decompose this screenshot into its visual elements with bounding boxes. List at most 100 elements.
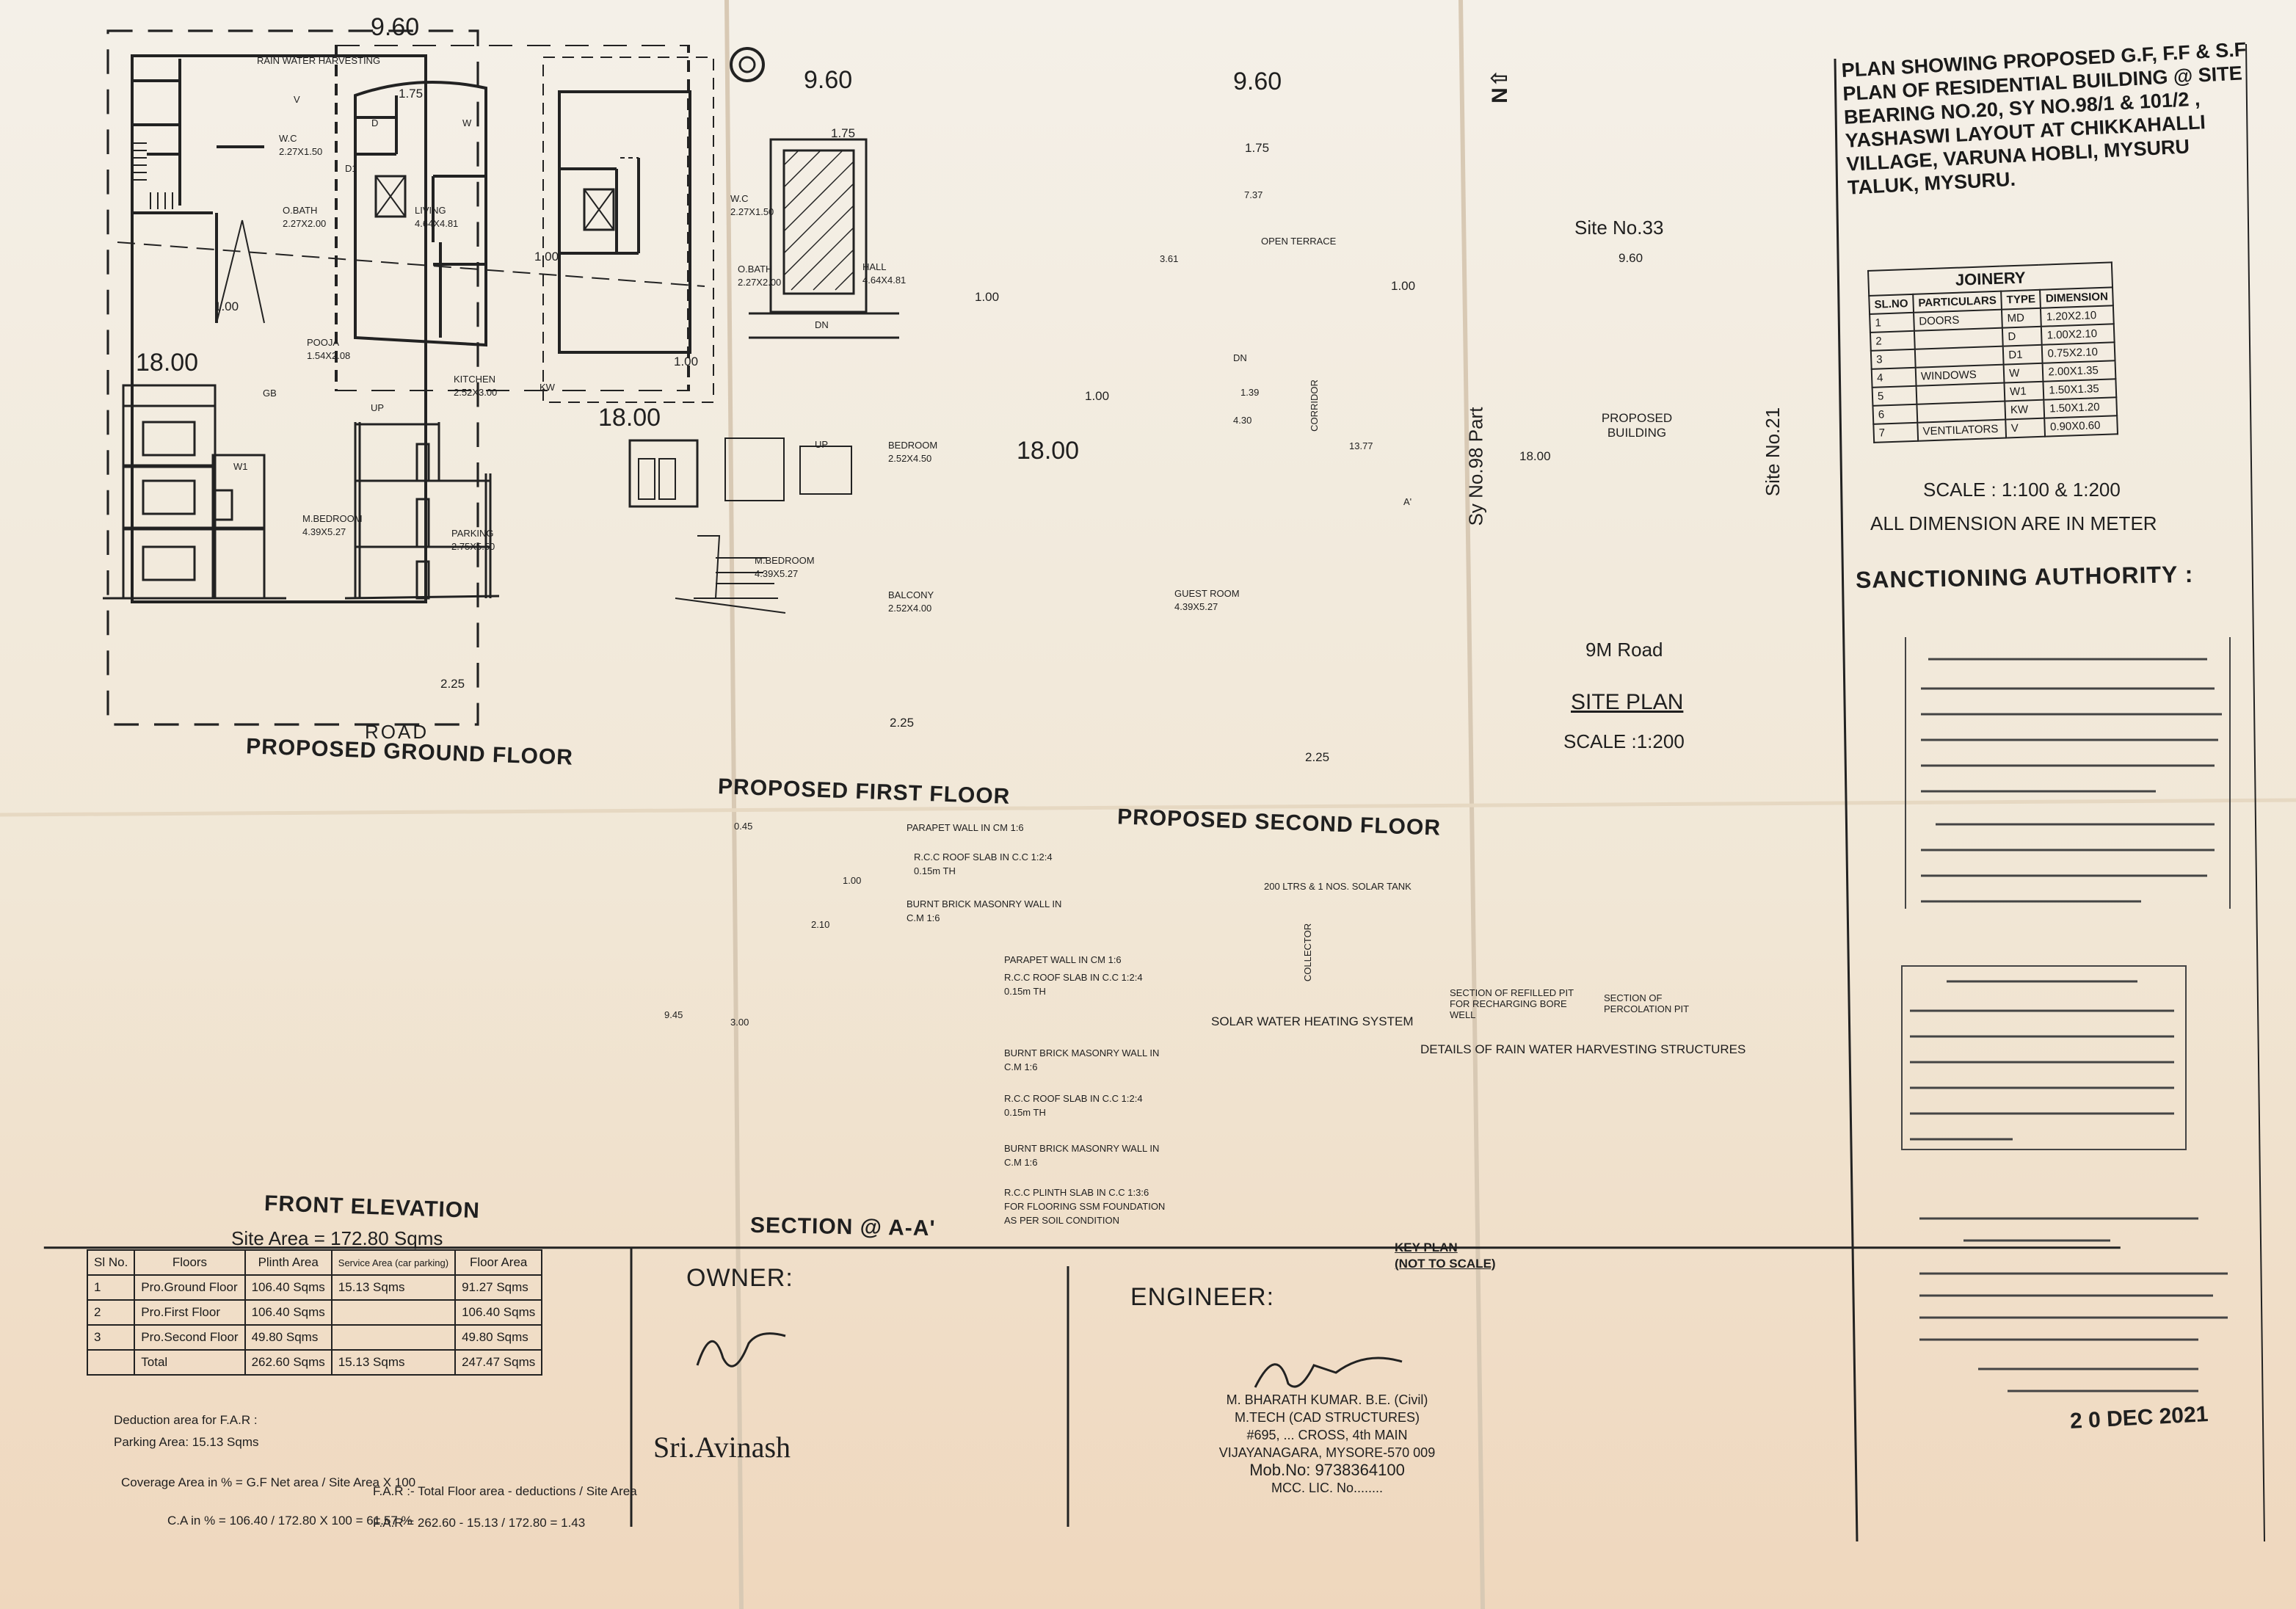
site-area: Site Area = 172.80 Sqms — [231, 1227, 443, 1249]
gf-outer-wall — [131, 54, 427, 603]
site-north: Site No.33 — [1574, 217, 1664, 239]
far-calc: F.A.R = 262.60 - 15.13 / 172.80 = 1.43 — [373, 1516, 586, 1530]
sf-width: 9.60 — [1233, 68, 1282, 95]
solar-tank — [628, 439, 699, 508]
gf-front: 1.75 — [399, 87, 424, 101]
stamp-scribble — [1921, 658, 2222, 903]
area-col: Floors — [134, 1249, 246, 1276]
solar-collector-label: COLLECTOR — [1302, 923, 1314, 982]
sf-mark-6: DN — [1233, 352, 1247, 363]
gf-walls — [132, 59, 264, 323]
ff-side: 1.00 — [975, 290, 1000, 304]
sf-mark-5: 13.77 — [1349, 440, 1373, 451]
right-frame — [1834, 58, 1859, 1542]
gf-rear: 2.25 — [440, 677, 465, 691]
site-hatch — [783, 150, 854, 291]
gf-depth: 18.00 — [136, 349, 199, 377]
engineer-line: Mob.No: 9738364100 — [1249, 1461, 1405, 1479]
sf-site-boundary — [542, 57, 714, 403]
gf-opening-gb: GB — [263, 388, 277, 399]
joinery-col: SL.NO — [1869, 294, 1914, 314]
rain-well — [724, 437, 785, 501]
section-note-8: BURNT BRICK MASONRY WALL IN C.M 1:6 — [1004, 1143, 1160, 1168]
engineer-line: #695, ... CROSS, 4th MAIN — [1246, 1428, 1408, 1442]
sf-mark-3: 1.39 — [1240, 387, 1260, 398]
rain-pit — [799, 446, 852, 495]
solar-collector-1 — [638, 458, 655, 500]
key-plan-drawing — [675, 535, 786, 614]
owner-label: OWNER: — [686, 1264, 793, 1292]
approval-stamp-1 — [1905, 637, 2231, 909]
engineer-line: M. BHARATH KUMAR. B.E. (Civil) — [1226, 1392, 1428, 1407]
ff-stair-well — [374, 175, 407, 218]
sf-depth: 18.00 — [1017, 437, 1080, 465]
site-east: Site No.21 — [1762, 407, 1784, 497]
deduction-note: Deduction area for F.A.R : — [114, 1413, 258, 1427]
sf-mark-2: 3.61 — [1160, 253, 1179, 264]
scale-note: SCALE : 1:100 & 1:200 — [1923, 479, 2121, 501]
gf-opening-d1: D1 — [345, 163, 357, 174]
section-height-4: 3.00 — [730, 1017, 749, 1028]
gf-parking-ramp-2 — [241, 219, 265, 324]
stamp-scribble — [1919, 1217, 2228, 1392]
engineer-line: VIJAYANAGARA, MYSORE-570 009 — [1218, 1445, 1436, 1460]
section-note-7: R.C.C ROOF SLAB IN C.C 1:2:4 0.15m TH — [1004, 1093, 1143, 1118]
site-building — [782, 149, 855, 295]
sf-stair-well — [583, 188, 615, 231]
ff-outer-wall — [354, 81, 487, 347]
owner-signature-icon — [696, 1332, 786, 1368]
area-table: Sl No. Floors Plinth Area Service Area (… — [86, 1249, 543, 1376]
site-depth: 18.00 — [1519, 449, 1551, 463]
solar-collector-2 — [658, 458, 676, 500]
section-note-5: R.C.C ROOF SLAB IN C.C 1:2:4 0.15m TH — [1004, 972, 1143, 997]
dimension-note: ALL DIMENSION ARE IN METER — [1870, 512, 2157, 534]
sf-mark-7: A' — [1403, 496, 1412, 507]
engineer-details: M. BHARATH KUMAR. B.E. (Civil) M.TECH (C… — [1195, 1391, 1459, 1497]
section-note-2: R.C.C ROOF SLAB IN C.C 1:2:4 0.15m TH — [914, 851, 1053, 876]
stamp-scribble — [1910, 980, 2174, 1141]
rain-well-label: SECTION OF REFILLED PIT FOR RECHARGING B… — [1450, 987, 1574, 1020]
title: PLAN SHOWING PROPOSED G.F, F.F & S.F PLA… — [1841, 38, 2247, 199]
compass-ring — [730, 47, 765, 82]
site-scale: SCALE :1:200 — [1563, 730, 1685, 752]
north-icon: N⇧ — [1487, 69, 1512, 103]
sf-front: 1.75 — [1245, 141, 1270, 155]
gf-site-boundary — [106, 29, 479, 726]
sf-mark-1: 7.37 — [1244, 189, 1263, 200]
engineer-label: ENGINEER: — [1130, 1283, 1275, 1311]
section-drawing — [344, 422, 500, 600]
front-elevation — [103, 384, 286, 600]
sf-mark-4: 4.30 — [1233, 415, 1252, 426]
key-plan-sub: (NOT TO SCALE) — [1395, 1257, 1496, 1271]
site-building-label: PROPOSED BUILDING — [1601, 411, 1673, 440]
joinery-col: TYPE — [2001, 289, 2041, 310]
section-note-3: BURNT BRICK MASONRY WALL IN C.M 1:6 — [907, 898, 1062, 923]
ff-walls — [355, 95, 486, 338]
gf-parking-ramp-1 — [216, 219, 243, 324]
gf-opening-v: V — [294, 94, 300, 105]
section-height-1: 0.45 — [734, 821, 753, 832]
sf-room-terrace: OPEN TERRACE — [1261, 236, 1337, 247]
ff-side-left: 1.00 — [674, 355, 699, 368]
gf-side-left: 1.00 — [214, 299, 239, 313]
site-road-label: 9M Road — [1585, 639, 1663, 661]
owner-name: Sri.Avinash — [653, 1431, 791, 1464]
site-width: 9.60 — [1619, 251, 1643, 265]
gf-opening-kw: KW — [540, 382, 555, 393]
sf-outer-wall — [558, 90, 691, 354]
